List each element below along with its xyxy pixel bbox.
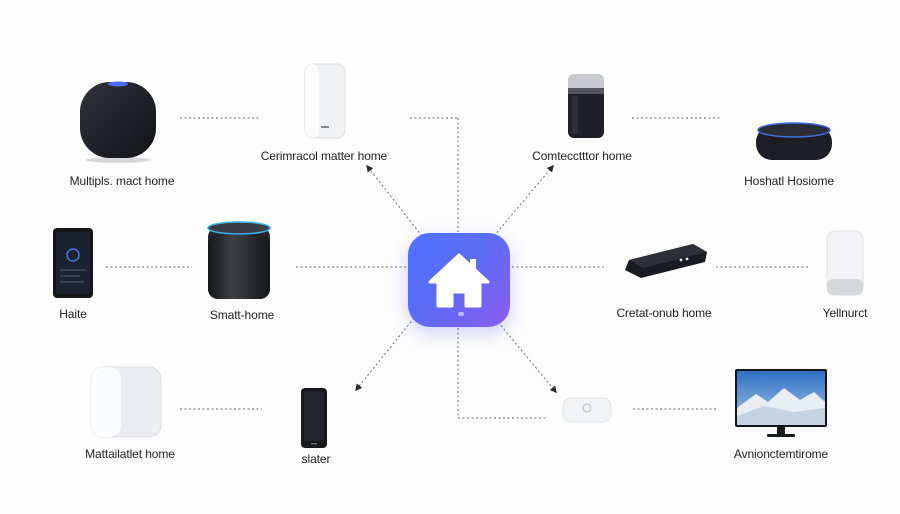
device-slim-speaker[interactable] <box>300 387 328 449</box>
device-label: slater <box>301 452 331 466</box>
connector-arrow <box>497 321 557 394</box>
device-white-mini-speaker[interactable] <box>826 229 864 297</box>
device-smartphone[interactable] <box>52 227 94 299</box>
connector-arrow <box>355 317 415 392</box>
smart-speaker-icon <box>207 221 271 299</box>
home-icon <box>428 253 490 308</box>
connector-arrow <box>493 164 554 237</box>
device-label: Yellnurct <box>822 306 868 320</box>
router-icon <box>625 244 707 278</box>
connector-arrow <box>366 164 423 237</box>
device-streaming-box[interactable] <box>623 240 709 280</box>
device-label: Avnionctemtirome <box>733 447 829 461</box>
plug-icon <box>562 397 612 423</box>
phone-icon <box>53 228 93 298</box>
device-label: Hoshatl Hosiome <box>744 174 834 188</box>
device-label: Cretat-onub home <box>616 306 712 320</box>
device-smart-speaker-dome[interactable] <box>78 78 158 164</box>
tv-icon <box>735 369 827 437</box>
smart-speaker-icon <box>756 122 832 160</box>
smart-speaker-icon <box>568 74 604 138</box>
smart-speaker-icon <box>301 388 327 448</box>
device-white-cylinder-hub[interactable] <box>304 62 346 140</box>
central-hub[interactable] <box>408 233 510 327</box>
smart-speaker-icon <box>826 230 864 296</box>
device-echo-speaker[interactable] <box>207 221 271 301</box>
hub-icon <box>90 366 162 438</box>
hub-indicator <box>458 312 464 316</box>
device-label: Mattailatlet home <box>85 447 175 461</box>
device-cube-hub[interactable] <box>90 366 162 438</box>
smart-speaker-icon <box>304 63 346 139</box>
device-label: Smatt-home <box>209 308 275 322</box>
device-tv[interactable] <box>734 368 828 440</box>
device-puck-speaker[interactable] <box>754 120 834 164</box>
smart-speaker-icon <box>80 81 156 163</box>
device-label: Multipls. mact home <box>69 174 175 188</box>
device-label: Haite <box>59 307 87 321</box>
device-label: Comtecctttor home <box>532 149 632 163</box>
device-mini-plug[interactable] <box>562 394 612 424</box>
device-label: Cerimracol matter home <box>260 149 388 163</box>
device-black-smart-speaker[interactable] <box>566 72 606 140</box>
